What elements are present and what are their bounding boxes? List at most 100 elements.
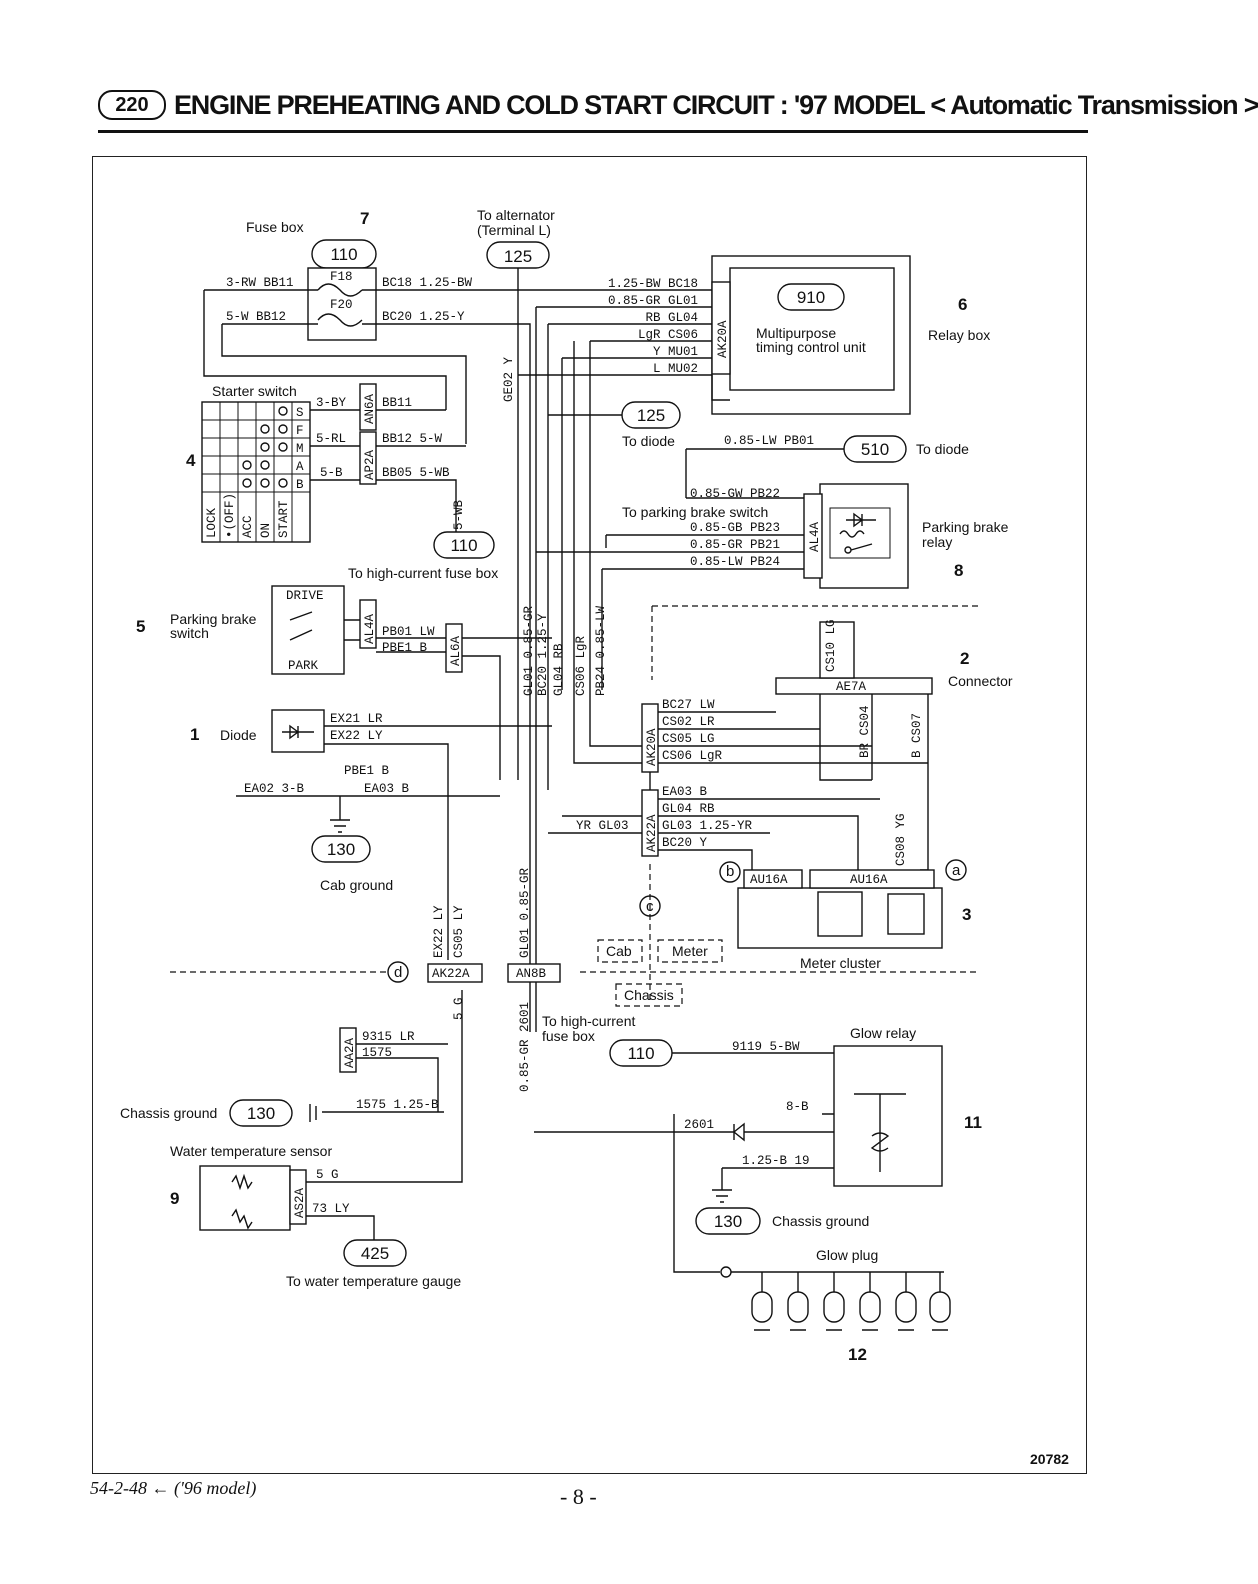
- ground-wires: [236, 795, 500, 820]
- fuse-box-label: Fuse box: [246, 219, 304, 235]
- svg-text:BC20 Y: BC20 Y: [662, 836, 708, 850]
- unit-wire-mu01: Y MU01: [653, 345, 698, 359]
- connector-an8b-label: AN8B: [516, 967, 547, 981]
- pb-relay-name-line1: Parking brake: [922, 519, 1009, 535]
- relay-box-label: Relay box: [928, 327, 990, 343]
- water-gauge-ref: 425: [361, 1244, 389, 1263]
- wire-sw-bb11-label: BB11: [382, 396, 412, 410]
- connector-ae7a-label: AE7A: [836, 680, 867, 694]
- wire-cs07-label: B CS07: [910, 713, 924, 758]
- starter-switch-wires: [310, 409, 466, 532]
- fuse-f18-label: F18: [330, 270, 353, 284]
- wire-8b-label: 8-B: [786, 1100, 809, 1114]
- connector-an6a-label: AN6A: [363, 393, 377, 424]
- pb-switch-body: [271, 585, 345, 675]
- pb-switch-name-line2: switch: [170, 625, 209, 641]
- relay-wire-pb22: 0.85-GW PB22: [690, 487, 780, 501]
- hcfb-label: To high-current fuse box: [348, 565, 498, 581]
- connector-al6a-label: AL6A: [449, 635, 463, 666]
- ak22a-wire-labels: EA03 B GL04 RB GL03 1.25-YR BC20 Y: [662, 785, 753, 850]
- wire-2601b-label: 2601: [684, 1118, 714, 1132]
- connector-cs10: [819, 621, 855, 679]
- diagram-frame: [92, 156, 1087, 1474]
- pb-switch-wires: [344, 619, 552, 780]
- glow-plug-feed: [673, 1114, 720, 1273]
- meter-coil: [817, 891, 863, 937]
- section-number-badge: 220: [98, 90, 166, 120]
- relay-wires: [536, 497, 804, 570]
- starter-switch-contacts: [242, 406, 288, 488]
- connector-au16a-a-label: AU16A: [850, 873, 888, 887]
- wire-3by-label: 3-BY: [316, 396, 347, 410]
- wire-5b-label: 5-B: [320, 466, 343, 480]
- chassis-ground-left-ref: 130: [247, 1104, 275, 1123]
- fuse-box-body: [307, 267, 377, 341]
- wire-pb01: [685, 448, 844, 498]
- connector-al4a-label: AL4A: [363, 613, 377, 644]
- diode-wires: [324, 725, 552, 960]
- hcfb-ref-oval: [433, 531, 495, 559]
- connector-ak22a-bottom-label: AK22A: [432, 967, 470, 981]
- hcfb2-label-line2: fuse box: [542, 1028, 595, 1044]
- figure-number: 20782: [1030, 1451, 1069, 1467]
- pb-relay-name-line2: relay: [922, 534, 952, 550]
- diode-1-label: Diode: [220, 727, 257, 743]
- dash-boundary-top: [651, 605, 978, 680]
- starter-switch-number: 4: [186, 451, 196, 470]
- pbs-wire-pb01: PB01 LW: [382, 625, 435, 639]
- timing-unit-ref: 910: [797, 288, 825, 307]
- connector-ak20a-label: AK20A: [645, 728, 659, 766]
- fuse-f20-symbol: [317, 313, 363, 327]
- cab-ground-symbol: [330, 819, 350, 833]
- svg-text:CS05 LG: CS05 LG: [662, 732, 715, 746]
- wire-cs04-label: BR CS04: [858, 705, 872, 758]
- ak22a-wires: [548, 798, 880, 870]
- svg-text:S: S: [296, 406, 304, 420]
- svg-text:GL04 RB: GL04 RB: [552, 643, 566, 696]
- wire-pb01-label: 0.85-LW PB01: [724, 434, 814, 448]
- glow-plug-label: Glow plug: [816, 1247, 878, 1263]
- timing-unit-connector: [711, 281, 731, 375]
- svg-text:M: M: [296, 442, 304, 456]
- connector-ak22a-top-label: AK22A: [645, 814, 659, 852]
- unit-wire-gl04: RB GL04: [645, 311, 698, 325]
- wire-1575b-label: 1575 1.25-B: [356, 1098, 439, 1112]
- diode-ref-125: 125: [637, 406, 665, 425]
- wire-cs10-label: CS10 LG: [824, 619, 838, 672]
- pb-relay-outline: [819, 483, 909, 589]
- connector-an8b: [507, 963, 561, 983]
- glow-plugs: [751, 1272, 951, 1331]
- connector-au16a-b: [743, 869, 803, 889]
- glow-relay-ground: [712, 1189, 732, 1203]
- relay-wire-pb23: 0.85-GB PB23: [690, 521, 780, 535]
- wire-19-label: 1.25-B 19: [742, 1154, 810, 1168]
- relay-wire-labels: 0.85-GW PB22 0.85-GB PB23 0.85-GR PB21 0…: [690, 487, 780, 569]
- wire-bc20-label: BC20 1.25-Y: [382, 310, 465, 324]
- relay-box-number: 6: [958, 295, 967, 314]
- svg-text:F: F: [296, 424, 304, 438]
- wire-sw-bb12-label: BB12 5-W: [382, 432, 443, 446]
- connector-an6a: [359, 383, 377, 431]
- zone-meter-box: [657, 939, 723, 963]
- wire-sw-bb05-label: BB05 5-WB: [382, 466, 450, 480]
- chassis-ground-left-ref-oval: [229, 1099, 293, 1127]
- glow-relay-number: 11: [964, 1113, 982, 1132]
- wire-g5-label: 5 G: [452, 997, 466, 1020]
- svg-text:START: START: [277, 500, 291, 538]
- wire-ge02-label: GE02 Y: [502, 356, 516, 402]
- diode-1-symbol: [282, 724, 314, 740]
- pb-relay-connector: [803, 493, 823, 579]
- svg-text:CS02 LR: CS02 LR: [662, 715, 715, 729]
- svg-text:EA03 B: EA03 B: [662, 785, 708, 799]
- fuse-f18-symbol: [317, 283, 363, 297]
- unit-wire-cs06: LgR CS06: [638, 328, 698, 342]
- meter-cluster-number: 3: [962, 905, 971, 924]
- marker-c-circle: [639, 895, 661, 917]
- wire-9119-label: 9119 5-BW: [732, 1040, 800, 1054]
- connector-ap2a-label: AP2A: [363, 449, 377, 480]
- wire-bb11-label: 3-RW BB11: [226, 276, 294, 290]
- meter-lamp: [887, 893, 925, 935]
- pb-switch-park: PARK: [288, 659, 319, 673]
- zone-cab-box: [597, 939, 643, 963]
- svg-text:LOCK: LOCK: [205, 507, 219, 538]
